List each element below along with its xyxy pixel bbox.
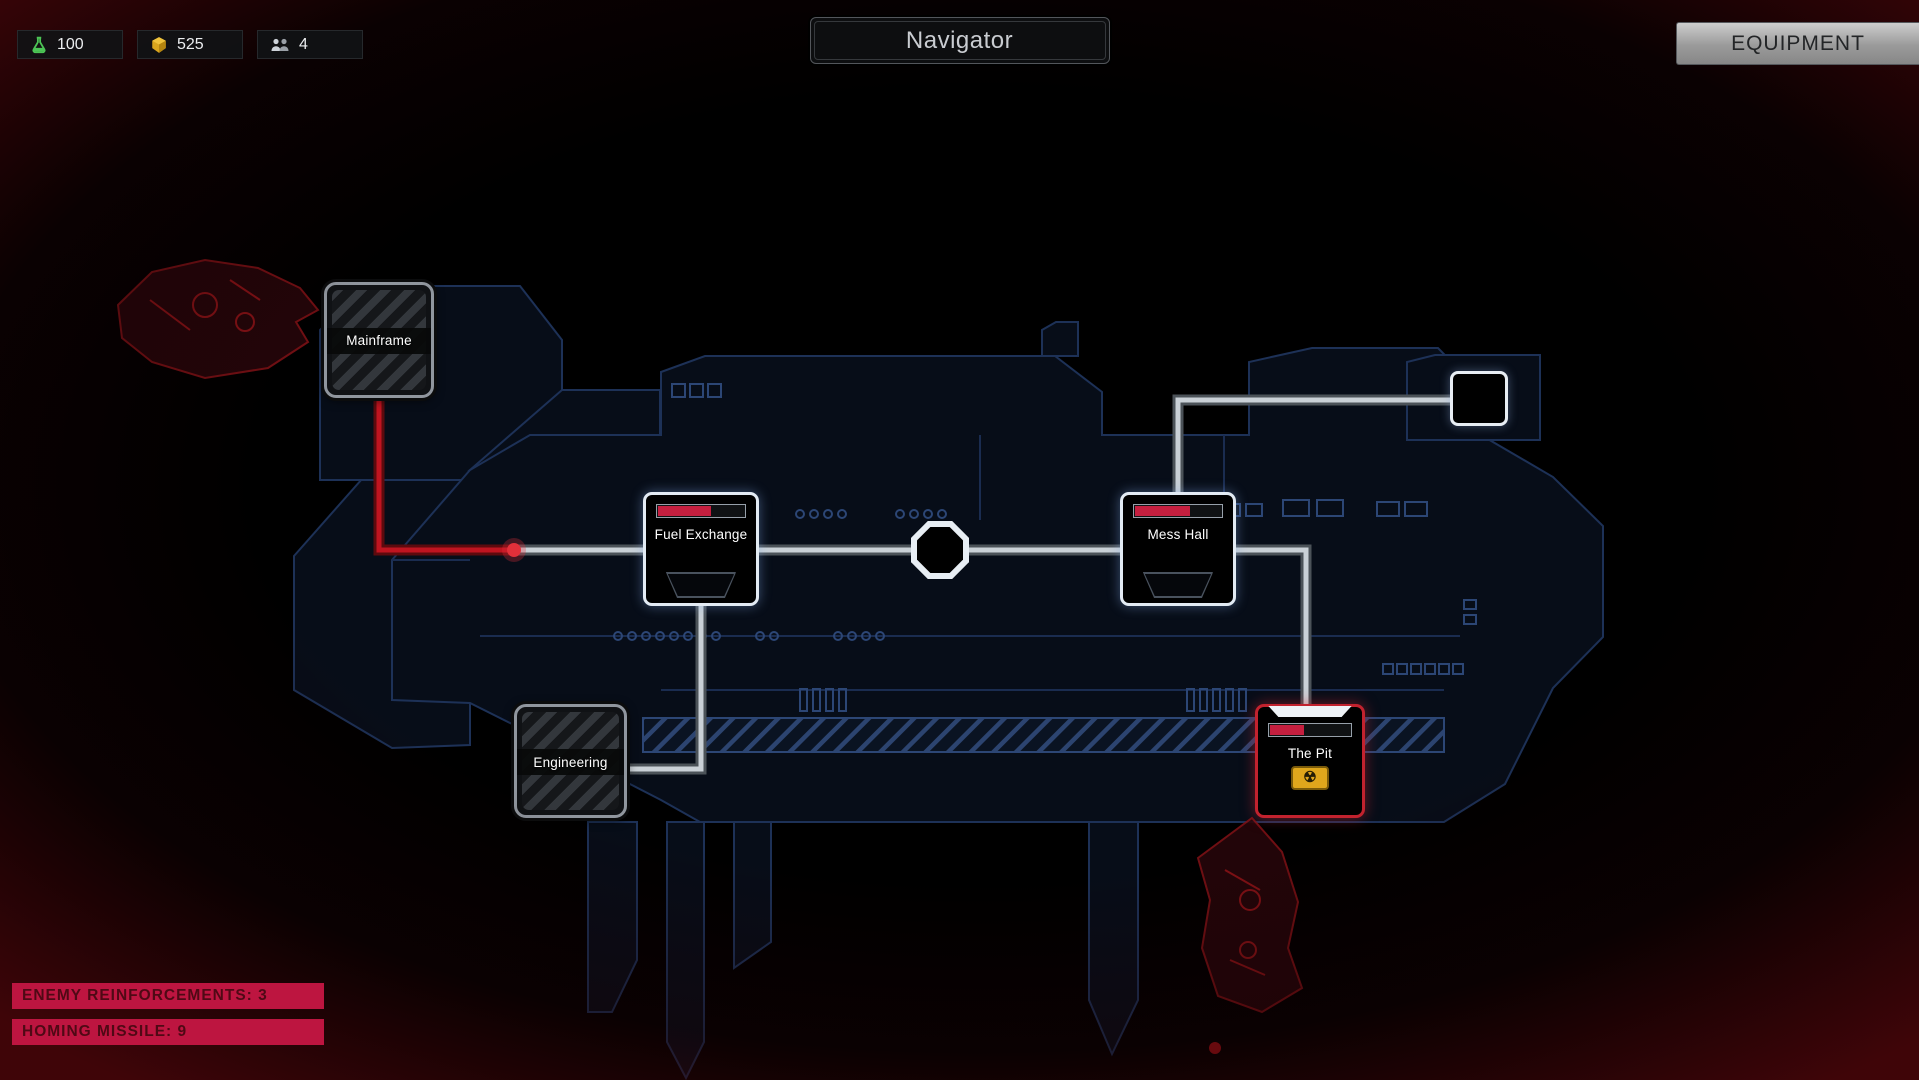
homing-missile-banner: HOMING MISSILE: 9 [12, 1019, 324, 1045]
resource-scrap: 525 [137, 30, 243, 59]
resource-science: 100 [17, 30, 123, 59]
node-label: Mess Hall [1147, 527, 1209, 542]
health-bar [1133, 504, 1223, 518]
resource-value: 525 [177, 35, 204, 53]
alarm-cap [1268, 706, 1352, 717]
dock-port [1142, 572, 1214, 598]
enemy-reinforcements-banner: ENEMY REINFORCEMENTS: 3 [12, 983, 324, 1009]
cube-icon [152, 36, 166, 53]
map-node-mess-hall[interactable]: Mess Hall [1120, 492, 1236, 606]
map-node-mainframe[interactable]: Mainframe [324, 282, 434, 398]
radiation-icon: ☢ [1291, 766, 1329, 790]
flask-icon [32, 36, 46, 53]
resource-value: 4 [299, 35, 308, 53]
node-label: Mainframe [346, 333, 412, 349]
health-bar-fill [658, 506, 711, 516]
page-title: Navigator [905, 26, 1014, 54]
node-label: Engineering [533, 754, 608, 770]
screen-title-box: Navigator [809, 17, 1110, 64]
resource-value: 100 [57, 35, 84, 53]
map-node-fuel-exchange[interactable]: Fuel Exchange [643, 492, 759, 606]
health-bar-fill [1135, 506, 1190, 516]
node-label: Fuel Exchange [654, 527, 748, 542]
debris-dot [1209, 1042, 1221, 1054]
node-label-band: Engineering [517, 749, 624, 776]
health-bar [656, 504, 746, 518]
node-label-band: Mainframe [327, 327, 431, 354]
crew-icon [271, 38, 289, 51]
health-bar [1268, 723, 1352, 737]
map-node-junction [911, 521, 969, 579]
enemy-ship-decoration-bottom [1196, 816, 1304, 1054]
junction-core [917, 527, 963, 573]
enemy-ship-decoration-top-left [116, 258, 320, 380]
equipment-button[interactable]: EQUIPMENT [1676, 22, 1919, 65]
map-node-unknown-room[interactable] [1450, 371, 1508, 426]
health-bar-fill [1270, 725, 1305, 735]
map-node-the-pit[interactable]: The Pit ☢ [1255, 704, 1365, 818]
dock-port [665, 572, 737, 598]
node-label: The Pit [1287, 746, 1333, 761]
map-node-engineering[interactable]: Engineering [514, 704, 627, 818]
breach-point-dot [507, 543, 521, 557]
resource-crew: 4 [257, 30, 363, 59]
